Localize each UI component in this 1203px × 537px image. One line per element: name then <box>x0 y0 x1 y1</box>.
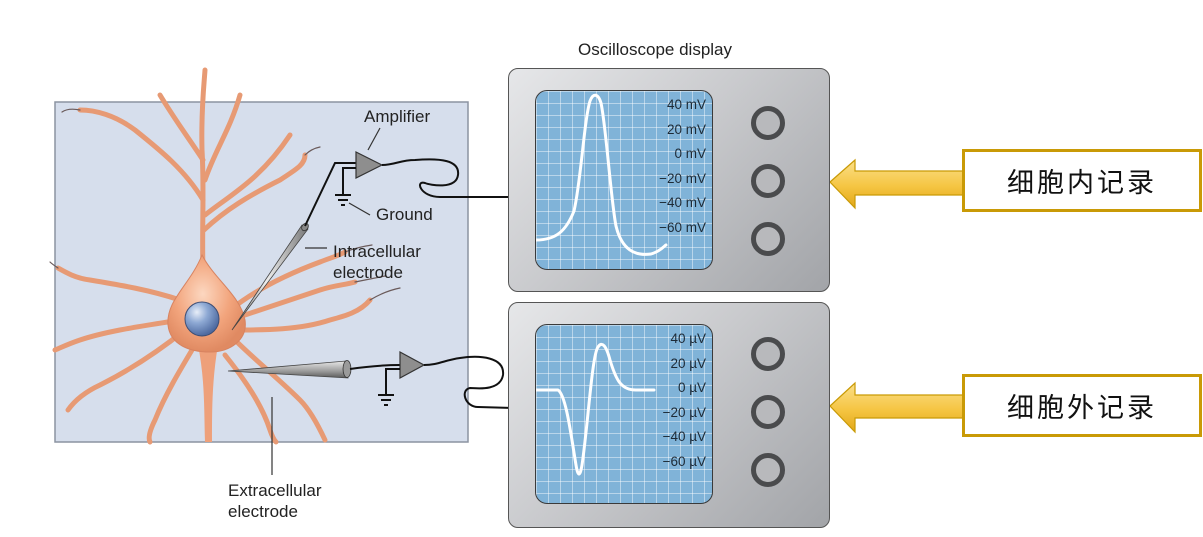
trace-extracellular-spike <box>536 342 656 476</box>
y-ticks-uv: 40 µV 20 µV 0 µV −20 µV −40 µV −60 µV <box>663 327 706 474</box>
intracellular-electrode-label: Intracellular electrode <box>333 241 421 283</box>
scope-knob-1[interactable] <box>751 106 785 140</box>
amplifier-upper <box>305 127 512 249</box>
amplifier-label: Amplifier <box>364 107 431 126</box>
tick-label: −60 µV <box>662 453 706 469</box>
trace-action-potential <box>536 93 668 256</box>
callout-extracellular-recording: 细胞外记录 <box>962 374 1202 437</box>
callout-intracellular-recording: 细胞内记录 <box>962 149 1202 212</box>
intracellular-label-line1: Intracellular <box>333 242 421 261</box>
scope-knob-3[interactable] <box>751 222 785 256</box>
tick-label: 0 mV <box>674 146 706 161</box>
tick-label: −20 mV <box>659 170 706 186</box>
tick-label: 40 mV <box>666 97 706 112</box>
dendrites <box>49 67 401 445</box>
extracellular-electrode-label: Extracellular electrode <box>228 480 322 522</box>
scope-screen-intracellular: 40 mV 20 mV 0 mV −20 mV −40 mV −60 mV <box>535 90 713 270</box>
tissue-panel <box>54 101 469 443</box>
extracellular-electrode <box>227 360 401 379</box>
tick-label: −20 µV <box>662 404 706 420</box>
y-ticks-mv: 40 mV 20 mV 0 mV −20 mV −40 mV −60 mV <box>659 93 706 240</box>
oscilloscope-title: Oscilloscope display <box>578 40 733 59</box>
scope-knob-2[interactable] <box>751 164 785 198</box>
scope-knob-2[interactable] <box>751 395 785 429</box>
tick-label: 20 µV <box>670 355 706 371</box>
axon <box>198 345 218 442</box>
scope-screen-extracellular: 40 µV 20 µV 0 µV −20 µV −40 µV −60 µV <box>535 324 713 504</box>
tick-label: −60 mV <box>659 219 706 235</box>
tick-label: −40 µV <box>662 429 706 444</box>
intracellular-label-line2: electrode <box>333 263 403 282</box>
callout-arrow-intracellular <box>829 158 964 210</box>
tick-label: 0 µV <box>677 380 706 395</box>
oscilloscope-extracellular: 40 µV 20 µV 0 µV −20 µV −40 µV −60 µV <box>508 302 830 528</box>
callout-arrow-extracellular <box>829 381 964 434</box>
ground-label: Ground <box>376 205 433 224</box>
tick-label: −40 mV <box>659 195 706 210</box>
intracellular-electrode <box>231 162 356 331</box>
tick-label: 40 µV <box>670 331 706 346</box>
tick-label: 20 mV <box>666 121 706 137</box>
nucleus <box>184 301 220 337</box>
oscilloscope-intracellular: 40 mV 20 mV 0 mV −20 mV −40 mV −60 mV <box>508 68 830 292</box>
extracellular-label-line2: electrode <box>228 502 298 521</box>
scope-knob-3[interactable] <box>751 453 785 487</box>
scope-knob-1[interactable] <box>751 337 785 371</box>
extracellular-label-line1: Extracellular <box>228 481 322 500</box>
amplifier-lower <box>271 350 513 475</box>
